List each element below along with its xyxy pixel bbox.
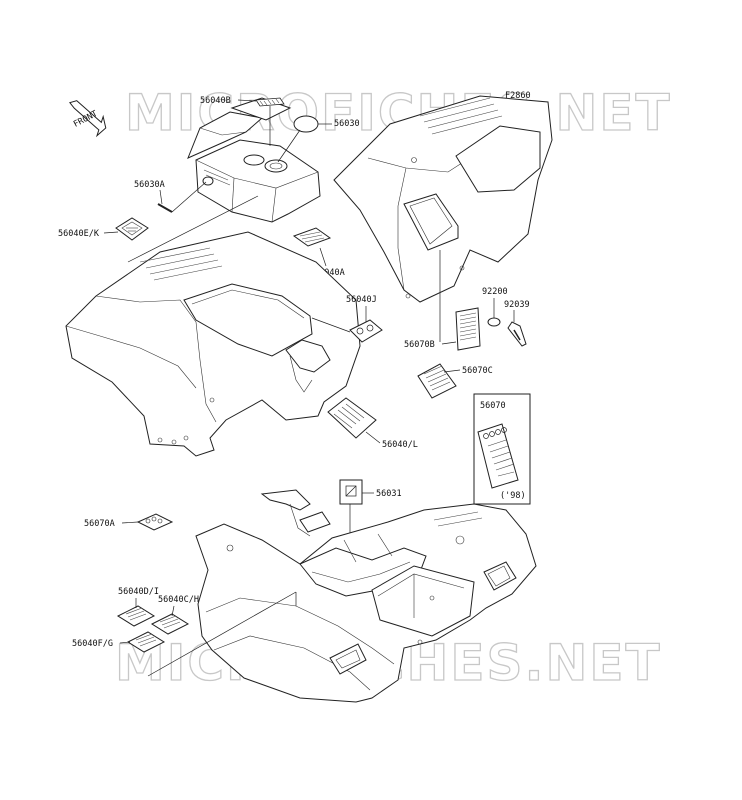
label-56040l: 56040/L <box>382 440 418 450</box>
sticker-56070b <box>455 307 481 351</box>
label-56030a: 56030A <box>134 180 165 190</box>
label-56040ch: 56040C/H <box>158 595 199 605</box>
label-56070a: 56070A <box>84 519 115 529</box>
sticker-56040ek <box>115 217 149 241</box>
label-56070b: 56070B <box>404 340 435 350</box>
bolt-92039 <box>507 321 527 347</box>
label-56040di: 56040D/I <box>118 587 159 597</box>
label-56070c: 56070C <box>462 366 493 376</box>
label-56031: 56031 <box>376 489 402 499</box>
label-56040fg: 56040F/G <box>72 639 113 649</box>
label-56040b: 56040B <box>200 96 231 106</box>
label-92039: 92039 <box>504 300 530 310</box>
front-arrow-icon: FRONT <box>69 100 107 138</box>
label-56040j: 56040J <box>346 295 377 305</box>
front-fender <box>65 231 361 457</box>
variant-box-56070 <box>473 393 531 505</box>
sticker-56040l <box>327 397 377 439</box>
rear-fender-upper <box>333 95 553 303</box>
box-note: ('98) <box>500 491 526 501</box>
sticker-56040ch <box>150 613 190 635</box>
sticker-56040a <box>292 227 332 247</box>
sticker-56040b <box>255 97 285 107</box>
sticker-56070a <box>136 513 174 531</box>
label-56070: 56070 <box>480 401 506 411</box>
rear-fender-lower <box>195 489 537 703</box>
label-56040ek: 56040E/K <box>58 229 100 239</box>
sticker-56070c <box>417 363 457 399</box>
washer-56030 <box>293 115 319 133</box>
label-56030: 56030 <box>334 119 360 129</box>
label-56040a: 56040A <box>314 268 345 278</box>
sticker-56040j <box>349 319 383 343</box>
sticker-56040di <box>116 605 156 627</box>
label-92200: 92200 <box>482 287 508 297</box>
sticker-56031 <box>339 479 363 505</box>
sticker-56040fg <box>126 631 166 653</box>
washer-92200 <box>487 317 501 327</box>
figure-code: F2860 <box>505 91 531 101</box>
pin-56030a <box>157 203 173 213</box>
